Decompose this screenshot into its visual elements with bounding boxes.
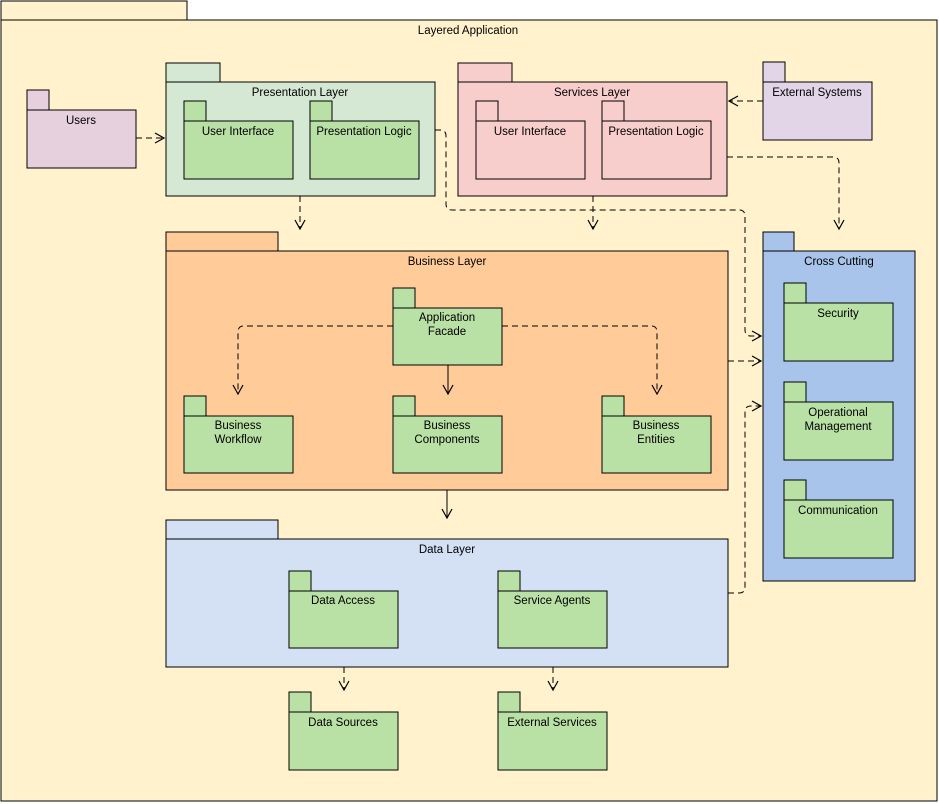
presentation-presentation-logic[interactable]: Presentation Logic	[309, 100, 420, 180]
data-to-cross-cutting-arrow	[728, 400, 763, 594]
component-label: Workflow	[214, 434, 262, 446]
business-components[interactable]: Business Components	[392, 395, 503, 474]
business-layer-package[interactable]: Business Layer Application Facade Busine…	[165, 231, 729, 491]
services-user-interface[interactable]: User Interface	[475, 100, 586, 180]
security[interactable]: Security	[783, 282, 894, 362]
communication[interactable]: Communication	[783, 479, 894, 559]
dependency-arrows	[136, 95, 845, 692]
component-label: User Interface	[494, 126, 566, 138]
data-sources-package[interactable]: Data Sources	[288, 691, 399, 771]
operational-management[interactable]: Operational Management	[783, 381, 894, 461]
component-label: Presentation Logic	[316, 126, 412, 138]
component-label: Entities	[637, 434, 675, 446]
component-label: Communication	[798, 505, 878, 517]
data-layer-package[interactable]: Data Layer Data Access Service Agents	[165, 519, 729, 668]
cross-cutting-label: Cross Cutting	[804, 256, 874, 268]
component-label: Business	[424, 420, 471, 432]
services-layer-label: Services Layer	[554, 87, 630, 99]
data-sources-label: Data Sources	[308, 717, 378, 729]
facade-to-workflow-arrow	[232, 325, 393, 396]
component-label: Facade	[428, 326, 466, 338]
presentation-to-cross-cutting-arrow	[435, 129, 763, 342]
component-label: Business	[215, 420, 262, 432]
component-label: Service Agents	[514, 595, 591, 607]
component-label: User Interface	[202, 126, 274, 138]
external-systems-package[interactable]: External Systems	[762, 61, 873, 141]
application-facade[interactable]: Application Facade	[392, 287, 503, 366]
presentation-layer-label: Presentation Layer	[252, 87, 349, 99]
business-workflow[interactable]: Business Workflow	[183, 395, 294, 474]
data-access[interactable]: Data Access	[288, 570, 399, 649]
services-presentation-logic[interactable]: Presentation Logic	[601, 100, 712, 180]
component-label: Operational	[808, 407, 867, 419]
external-systems-label: External Systems	[772, 87, 862, 99]
presentation-user-interface[interactable]: User Interface	[183, 100, 294, 180]
layered-application-title: Layered Application	[418, 25, 518, 37]
external-services-package[interactable]: External Services	[497, 691, 608, 771]
services-to-cross-cutting-arrow	[727, 156, 845, 231]
cross-cutting-package[interactable]: Cross Cutting Security Operational Manag…	[762, 231, 916, 582]
external-services-label: External Services	[507, 717, 597, 729]
component-label: Presentation Logic	[608, 126, 704, 138]
service-agents[interactable]: Service Agents	[497, 570, 608, 649]
presentation-layer-package[interactable]: Presentation Layer User Interface Presen…	[165, 62, 436, 197]
component-label: Business	[633, 420, 680, 432]
component-label: Data Access	[311, 595, 375, 607]
component-label: Management	[804, 421, 872, 433]
users-package[interactable]: Users	[26, 89, 137, 169]
services-layer-package[interactable]: Services Layer User Interface Presentati…	[457, 62, 728, 197]
business-layer-label: Business Layer	[408, 256, 487, 268]
package-tab	[0, 0, 188, 21]
business-entities[interactable]: Business Entities	[601, 395, 712, 474]
users-label: Users	[66, 115, 96, 127]
data-layer-label: Data Layer	[419, 544, 475, 556]
component-label: Security	[817, 308, 859, 320]
facade-to-entities-arrow	[502, 325, 663, 396]
component-label: Application	[419, 312, 475, 324]
component-label: Components	[414, 434, 479, 446]
